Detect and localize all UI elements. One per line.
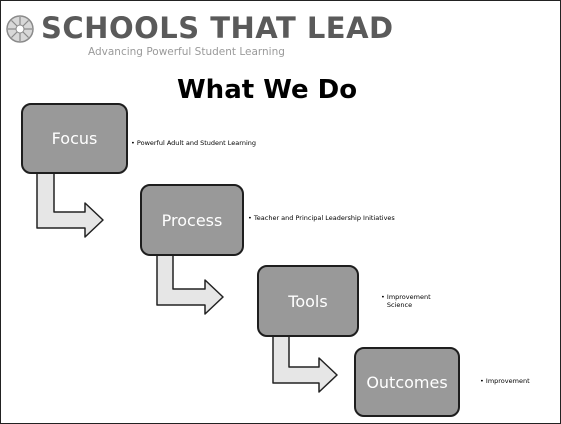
step-label: Tools: [288, 291, 328, 311]
bullet: •: [381, 293, 387, 301]
bullet: •: [480, 377, 486, 385]
seal-icon: [6, 15, 34, 43]
slide-title: What We Do: [177, 75, 358, 105]
step-box-process: Process: [140, 184, 244, 256]
note-text: Improvement: [485, 377, 530, 385]
step-note-tools: • Improvement Science: [381, 293, 449, 309]
arrow-process-to-tools: [156, 238, 224, 315]
step-box-focus: Focus: [21, 103, 128, 174]
step-note-outcomes: • Improvement: [480, 377, 530, 385]
logo-tagline: Advancing Powerful Student Learning: [88, 46, 285, 58]
bullet: •: [248, 214, 254, 222]
step-label: Outcomes: [366, 372, 448, 392]
step-note-process: • Teacher and Principal Leadership Initi…: [248, 214, 395, 222]
note-text: Improvement Science: [386, 293, 431, 309]
step-note-focus: • Powerful Adult and Student Learning: [131, 139, 256, 147]
step-label: Process: [161, 210, 223, 230]
step-label: Focus: [51, 129, 98, 148]
step-box-outcomes: Outcomes: [354, 347, 460, 417]
step-box-tools: Tools: [257, 265, 359, 337]
note-text: Powerful Adult and Student Learning: [136, 139, 257, 147]
logo-title: SCHOOLS THAT LEAD: [41, 11, 394, 45]
arrow-tools-to-outcomes: [272, 326, 338, 393]
bullet: •: [131, 139, 137, 147]
arrow-focus-to-process: [36, 154, 104, 238]
note-text: Teacher and Principal Leadership Initiat…: [253, 214, 395, 222]
